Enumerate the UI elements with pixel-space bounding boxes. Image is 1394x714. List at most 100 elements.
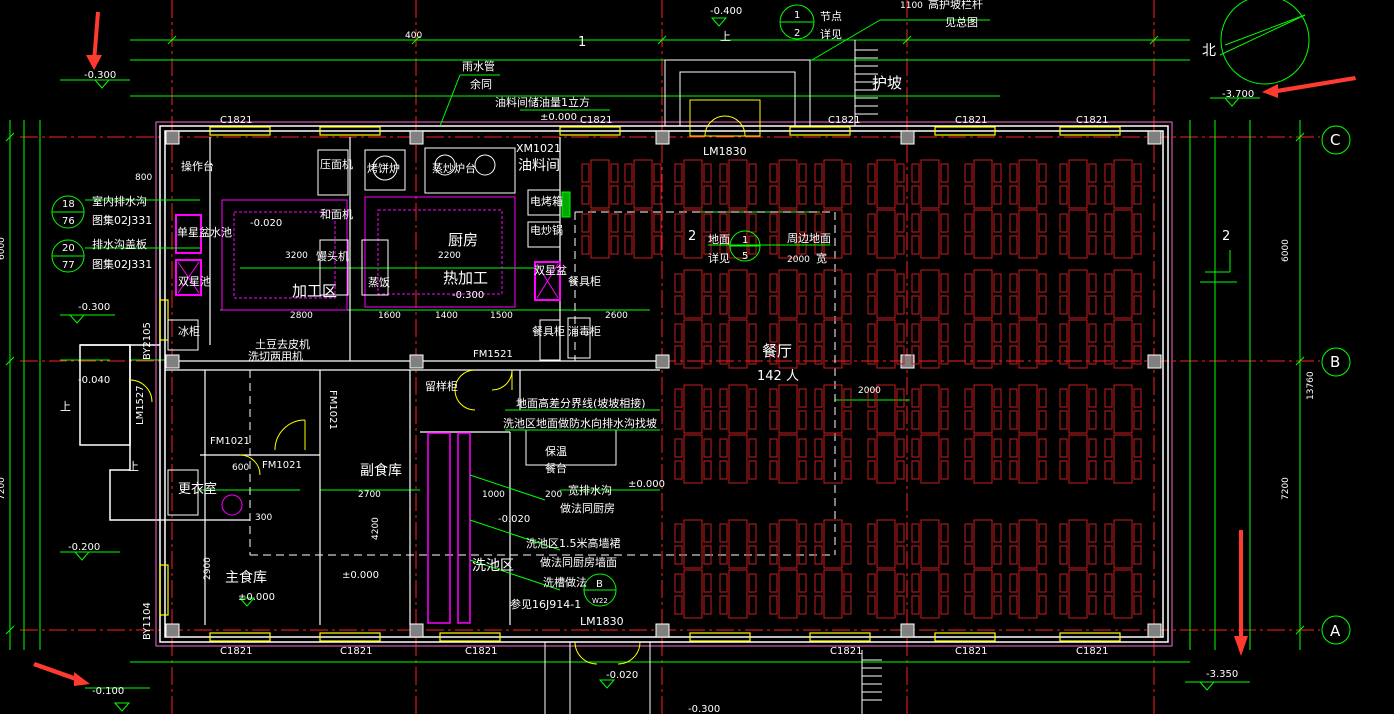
dining-table (814, 319, 852, 369)
dining-table (769, 319, 807, 369)
dim-600: 600 (232, 463, 249, 473)
symbol-5: 5 (742, 251, 748, 262)
dining-table (814, 384, 852, 434)
label-ice-cabinet: 冰柜 (178, 325, 200, 338)
label-rice-cooker: 蒸饭 (368, 276, 390, 289)
note-floor: 地面 (708, 233, 730, 246)
note-see: 详见 (708, 251, 730, 265)
bottom-porch (544, 641, 651, 714)
dining-table (769, 519, 807, 569)
dining-table (674, 519, 712, 569)
dining-table (964, 519, 1002, 569)
symbol-18: 18 (62, 199, 75, 210)
gate-number: 2 (688, 229, 696, 244)
note-node: 节点 (820, 10, 842, 23)
dining-table (1059, 269, 1097, 319)
label-soil-peeler: 土豆去皮机 (255, 337, 310, 351)
dining-table (911, 384, 949, 434)
window-code: C1821 (465, 646, 497, 657)
symbol-b: B (596, 579, 603, 590)
dining-table (1009, 519, 1047, 569)
level-floor: ±0.000 (540, 112, 577, 123)
note-rail-see: 见总图 (945, 15, 978, 29)
dining-table (867, 434, 905, 484)
dim-right-total: 6000 (1281, 239, 1291, 262)
dining-table (867, 159, 905, 209)
label-disinfect: 消毒柜 (568, 324, 601, 338)
dining-table (1104, 269, 1142, 319)
dining-table (1009, 569, 1047, 619)
dim-1400: 1400 (435, 311, 458, 321)
dining-table (911, 519, 949, 569)
note-node-see: 详见 (820, 27, 842, 41)
dining-table (867, 269, 905, 319)
circle-dividers (52, 14, 1306, 591)
note-ref: 参见16J914-1 (510, 597, 581, 611)
label-slicer: 压面机 (320, 157, 353, 171)
symbol-76: 76 (62, 216, 75, 227)
ramp-label: 护坡 (872, 74, 902, 92)
room-oil: 油料间 (518, 158, 560, 174)
dining-table (674, 209, 712, 259)
dim-200: 200 (545, 490, 562, 500)
dining-table (769, 434, 807, 484)
symbol-1b: 1 (742, 235, 748, 246)
dim-left-total-2: 7200 (0, 477, 7, 500)
dining-table (719, 519, 757, 569)
bottom-stairs (861, 650, 882, 714)
level-left-1: -0.300 (78, 302, 110, 313)
dining-table (1104, 434, 1142, 484)
window-code: C1821 (1076, 115, 1108, 126)
dining-table (1009, 159, 1047, 209)
dining-table (719, 269, 757, 319)
door-fm1021-a: FM1021 (210, 436, 250, 447)
dining-table (581, 209, 619, 259)
dining-table (1059, 159, 1097, 209)
note-rain-pipe: 雨水管 (462, 59, 495, 73)
dining-table (814, 159, 852, 209)
room-people: 142 人 (757, 369, 799, 384)
north-label: 北 (1202, 43, 1216, 59)
windows (159, 126, 1121, 642)
dining-table (1104, 569, 1142, 619)
dining-table (867, 384, 905, 434)
dim-2200: 2200 (438, 251, 461, 261)
up-left: 上 (60, 400, 71, 413)
axis-label-c: C (1330, 131, 1340, 149)
label-electric-oven: 电烤箱 (530, 194, 563, 208)
wash-troughs (427, 432, 471, 624)
window-code: C1821 (220, 646, 252, 657)
interior-walls (160, 137, 660, 625)
note-floor-2: 洗池区地面做防水向排水沟找坡 (503, 416, 657, 430)
dining-table (964, 159, 1002, 209)
symbol-1: 1 (794, 10, 800, 21)
dining-table (911, 269, 949, 319)
annotation-circles (51, 0, 1351, 645)
dining-table (769, 384, 807, 434)
dim-right-total-2: 7200 (1281, 477, 1291, 500)
level-hall: ±0.000 (628, 479, 665, 490)
note-drain-2: 做法同厨房 (560, 501, 615, 515)
level-store: ±0.000 (342, 570, 379, 581)
dining-table (964, 384, 1002, 434)
dining-table (1104, 159, 1142, 209)
dim-right-grand: 13760 (1306, 371, 1316, 400)
dining-table (1009, 269, 1047, 319)
dining-table (719, 434, 757, 484)
dining-table (769, 159, 807, 209)
note-drain-1: 宽排水沟 (568, 483, 612, 497)
note-width: 宽 (816, 251, 827, 265)
dim-2700: 2700 (358, 490, 381, 500)
dim-2000-hall: 2000 (858, 386, 881, 396)
symbol-77: 77 (62, 260, 75, 271)
label-meat-grinder: 馒头机 (316, 249, 349, 263)
dining-table (1059, 519, 1097, 569)
door-fm1021-b: FM1021 (262, 460, 302, 471)
dining-table (674, 569, 712, 619)
dining-table (719, 569, 757, 619)
door-lm1527: LM1527 (135, 385, 146, 425)
dining-table (769, 269, 807, 319)
dining-table (867, 209, 905, 259)
window-code: C1821 (955, 115, 987, 126)
